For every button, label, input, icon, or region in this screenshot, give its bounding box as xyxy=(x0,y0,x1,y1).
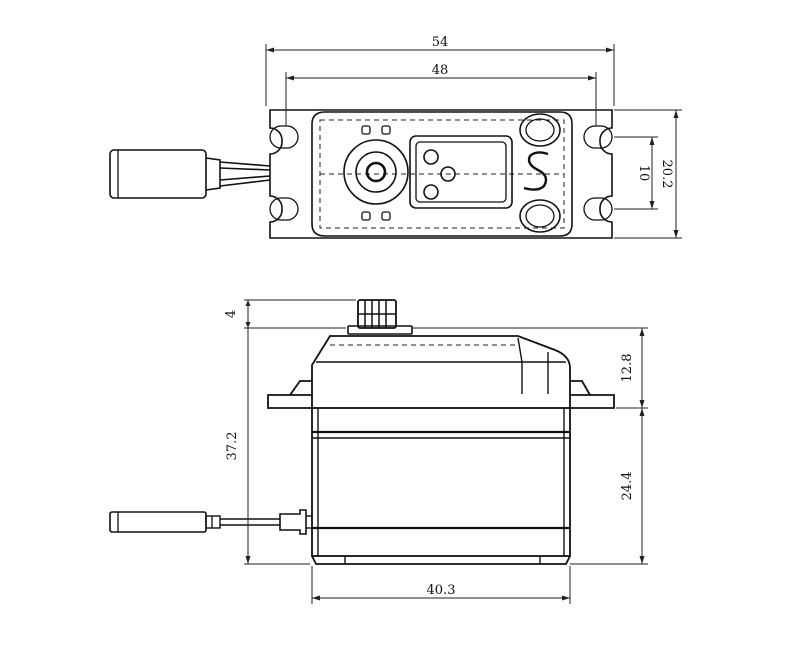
corner-boss-bottom xyxy=(519,199,561,233)
side-top-cover xyxy=(311,335,571,395)
slot-hole-right-top xyxy=(583,125,613,149)
top-body-outline xyxy=(311,111,573,237)
dim-side-24-4: 24.4 xyxy=(620,472,635,501)
side-cable-connector xyxy=(109,509,312,535)
side-mounting-ear-right xyxy=(569,380,615,409)
side-body xyxy=(311,407,571,557)
dim-side-12-8: 12.8 xyxy=(620,354,635,383)
slot-hole-left-bottom xyxy=(269,197,299,221)
top-view: 54 48 10 20.2 xyxy=(109,35,682,239)
top-cable-connector xyxy=(109,149,271,199)
slot-hole-left-top xyxy=(269,125,299,149)
output-shaft-circle xyxy=(343,139,409,205)
dim-side-40-3: 40.3 xyxy=(427,583,456,598)
corner-boss-top xyxy=(519,113,561,147)
side-bottom-cap xyxy=(311,555,571,565)
label-panel xyxy=(409,135,513,209)
dim-side-37-2: 37.2 xyxy=(225,432,240,461)
top-mounting-plate xyxy=(269,109,613,239)
slot-hole-right-bottom xyxy=(583,197,613,221)
side-view: 4 37.2 12.8 24.4 40.3 xyxy=(109,299,648,604)
dim-top-54: 54 xyxy=(432,35,449,50)
brand-s-logo xyxy=(523,151,549,191)
dim-top-10: 10 xyxy=(636,165,651,182)
dim-top-20-2: 20.2 xyxy=(659,160,674,189)
dim-top-48: 48 xyxy=(432,63,449,78)
output-spline xyxy=(347,299,413,335)
side-mounting-ear-left xyxy=(267,380,313,409)
dim-side-4: 4 xyxy=(224,310,239,318)
